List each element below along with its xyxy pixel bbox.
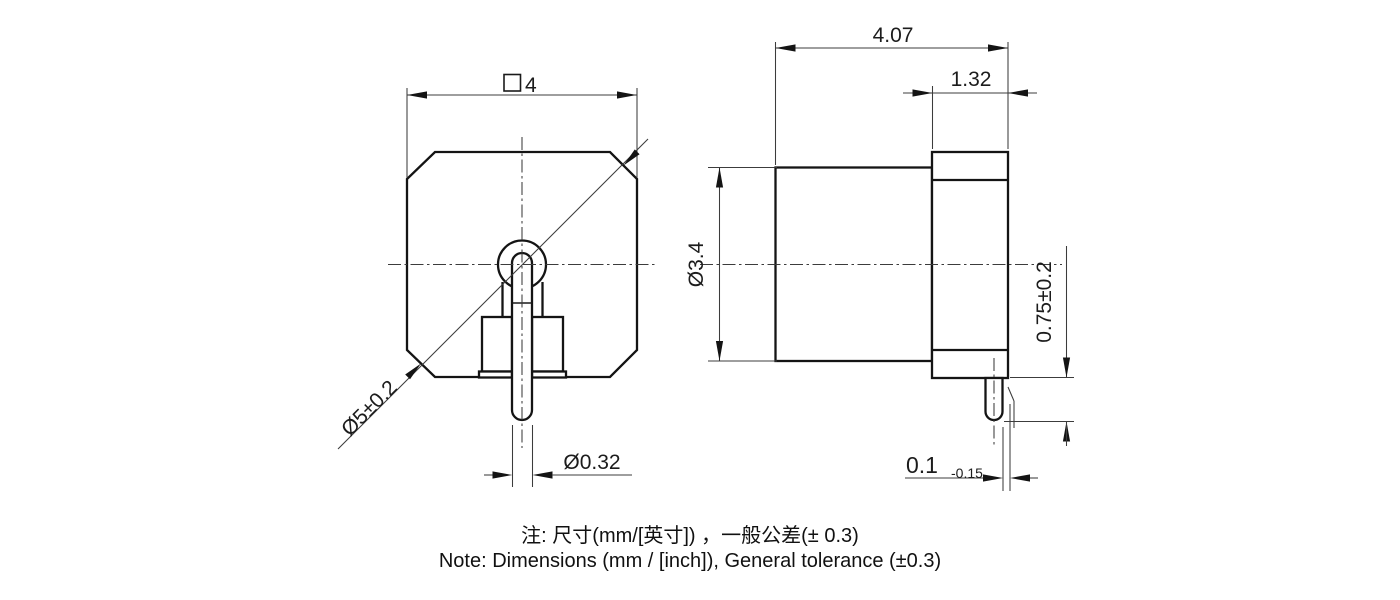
note-line-zh: 注: 尺寸(mm/[英寸]) ，一般公差(± 0.3) [521,524,859,547]
dim-pin-offset: 0.1 -0.15 [905,404,1038,491]
dim-square-4: 4 [406,73,638,178]
front-view: 4 Ø5±0.2 Ø0.32 [337,73,655,487]
dim-pin-diameter: Ø0.32 [484,425,632,487]
arrowhead [1062,357,1071,378]
arrowhead [623,149,640,166]
arrowhead [983,474,1003,482]
dim-label-square4: 4 [525,74,537,97]
dim-label-body-diameter: Ø3.4 [685,241,708,287]
arrowhead [1008,89,1028,97]
side-view: 4.07 1.32 Ø3.4 0.75±0.2 [685,24,1074,491]
dim-body-diameter: Ø3.4 [685,166,777,362]
arrowhead [617,91,637,99]
arrowhead [405,363,421,380]
dim-overall-length: 4.07 [774,24,1009,165]
flange-corner-chamfer [1007,386,1015,402]
arrowhead [715,167,724,188]
center-pin-front [510,251,534,422]
note-line-en: Note: Dimensions (mm / [inch]), General … [439,550,941,572]
arrowhead [912,89,933,97]
notes-block: 注: 尺寸(mm/[英寸]) ，一般公差(± 0.3) Note: Dimens… [439,524,941,572]
dim-label-length: 4.07 [873,24,914,47]
dim-label-offset: 0.1 [906,452,938,478]
arrowhead [715,341,724,361]
arrowhead [988,44,1008,52]
base-strip-left [477,370,514,379]
square-symbol [503,73,522,92]
dim-flange-width: 1.32 [903,68,1037,149]
dim-pin-protrusion: 0.75±0.2 [1004,246,1074,446]
dim-label-diagonal: Ø5±0.2 [337,376,402,441]
base-strip-right [530,370,568,379]
arrowhead [1010,474,1030,482]
dim-label-pin-protrusion: 0.75±0.2 [1033,261,1056,343]
arrowhead [532,471,553,479]
dim-label-flange-width: 1.32 [951,68,992,91]
arrowhead [775,44,796,52]
dimension-line [337,138,649,450]
solder-block-left [480,315,514,373]
arrowhead [407,91,427,99]
dim-label-offset-tolerance: -0.15 [951,465,983,481]
arrowhead [492,471,513,479]
dim-label-pin-diameter: Ø0.32 [563,451,620,474]
solder-block-right [530,315,565,373]
